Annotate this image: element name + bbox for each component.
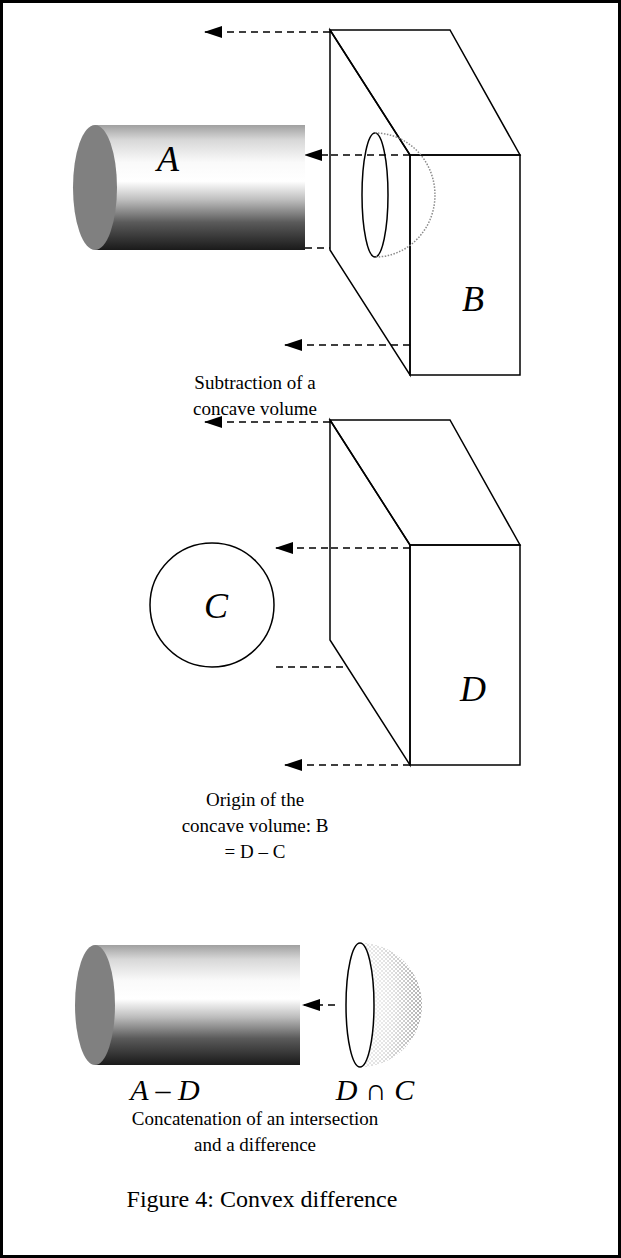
cylinder-end [73, 125, 117, 250]
cylinder-end [75, 945, 115, 1065]
sphere-outline [150, 543, 274, 667]
box-top-face [330, 30, 520, 155]
shape-label: A [157, 141, 179, 179]
hemisphere-face [346, 943, 374, 1067]
box-outline [330, 30, 520, 375]
hidden-cavity [375, 133, 435, 257]
projection-line [328, 547, 410, 549]
shape-drawing [328, 418, 523, 768]
projection-line [305, 247, 330, 249]
box-side-face [330, 30, 410, 375]
cylinder-shape: A [70, 122, 305, 254]
panel-caption: Subtraction of a concave volume [170, 370, 340, 422]
caption-block: Subtraction of a concave volume [170, 370, 340, 422]
figure-caption-block: Figure 4: Convex difference [52, 1184, 472, 1214]
projection-arrow [305, 154, 328, 156]
cylinder-body [95, 125, 305, 250]
box-top-face [330, 420, 520, 545]
box-side-face [330, 420, 410, 765]
box-outline [330, 420, 520, 765]
figure-caption: Figure 4: Convex difference [52, 1184, 472, 1214]
projection-arrow [303, 1004, 335, 1006]
difference-cylinder: A – D [75, 942, 303, 1108]
shape-label: C [204, 588, 228, 626]
shape-label: D [460, 671, 486, 709]
caption-block: Origin of the concave volume: B = D – C [175, 787, 335, 865]
concave-box: B [328, 28, 523, 378]
box-volume: D [328, 418, 523, 768]
projection-line [276, 666, 345, 668]
cylinder-body [95, 945, 300, 1065]
shape-drawing [70, 122, 305, 254]
panel-caption: Origin of the concave volume: B = D – C [175, 787, 335, 865]
intersection-hemisphere: D ∩ C [335, 940, 445, 1110]
projection-arrow [205, 421, 330, 423]
shape-label: D ∩ C [336, 1074, 414, 1106]
projection-line [328, 154, 410, 156]
hole-opening [362, 133, 388, 257]
panel-caption: Concatenation of an intersection and a d… [130, 1106, 380, 1158]
shape-label: A – D [130, 1074, 199, 1106]
projection-arrow [285, 764, 410, 766]
caption-block: Concatenation of an intersection and a d… [130, 1106, 380, 1158]
shape-drawing [328, 28, 523, 378]
projection-arrow [276, 547, 328, 549]
box-front-face [410, 155, 520, 375]
sphere-circle: C [148, 541, 276, 669]
box-front-face [410, 545, 520, 765]
shape-label: B [462, 281, 484, 319]
projection-arrow [205, 31, 330, 33]
